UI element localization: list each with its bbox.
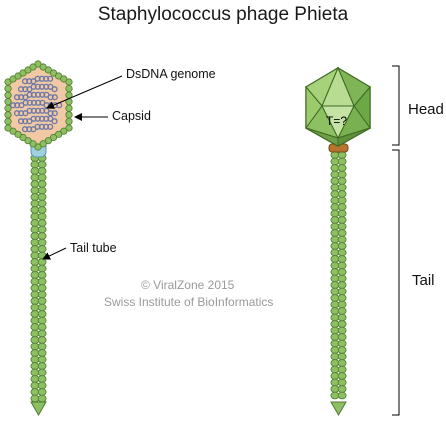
tail-bracket xyxy=(392,149,400,416)
tail-tube-arrow xyxy=(42,247,67,260)
tail-right xyxy=(330,151,347,400)
dsdna-arrow xyxy=(46,75,123,109)
page-title: Staphylococcus phage Phieta xyxy=(97,4,349,25)
head-bracket xyxy=(392,65,400,146)
capsid-label: Capsid xyxy=(112,109,151,123)
icosahedral-capsid xyxy=(305,66,371,147)
triangulation-label: T=? xyxy=(326,114,348,128)
tail-tip-left xyxy=(30,401,47,417)
left-phage-cross-section xyxy=(4,60,73,417)
tail-label: Tail xyxy=(412,272,435,289)
tail-tip-right xyxy=(330,401,347,417)
head-label: Head xyxy=(408,101,444,118)
capsid-proteins xyxy=(4,60,73,151)
dsdna-genome xyxy=(9,75,63,133)
tail-tube-label: Tail tube xyxy=(70,241,117,255)
right-phage-surface xyxy=(305,66,371,417)
dsdna-label: DsDNA genome xyxy=(126,67,216,81)
tail-tube-left xyxy=(30,154,47,403)
credit-line-2: Swiss Institute of BioInformatics xyxy=(104,295,274,309)
credit-line-1: © ViralZone 2015 xyxy=(141,278,235,292)
